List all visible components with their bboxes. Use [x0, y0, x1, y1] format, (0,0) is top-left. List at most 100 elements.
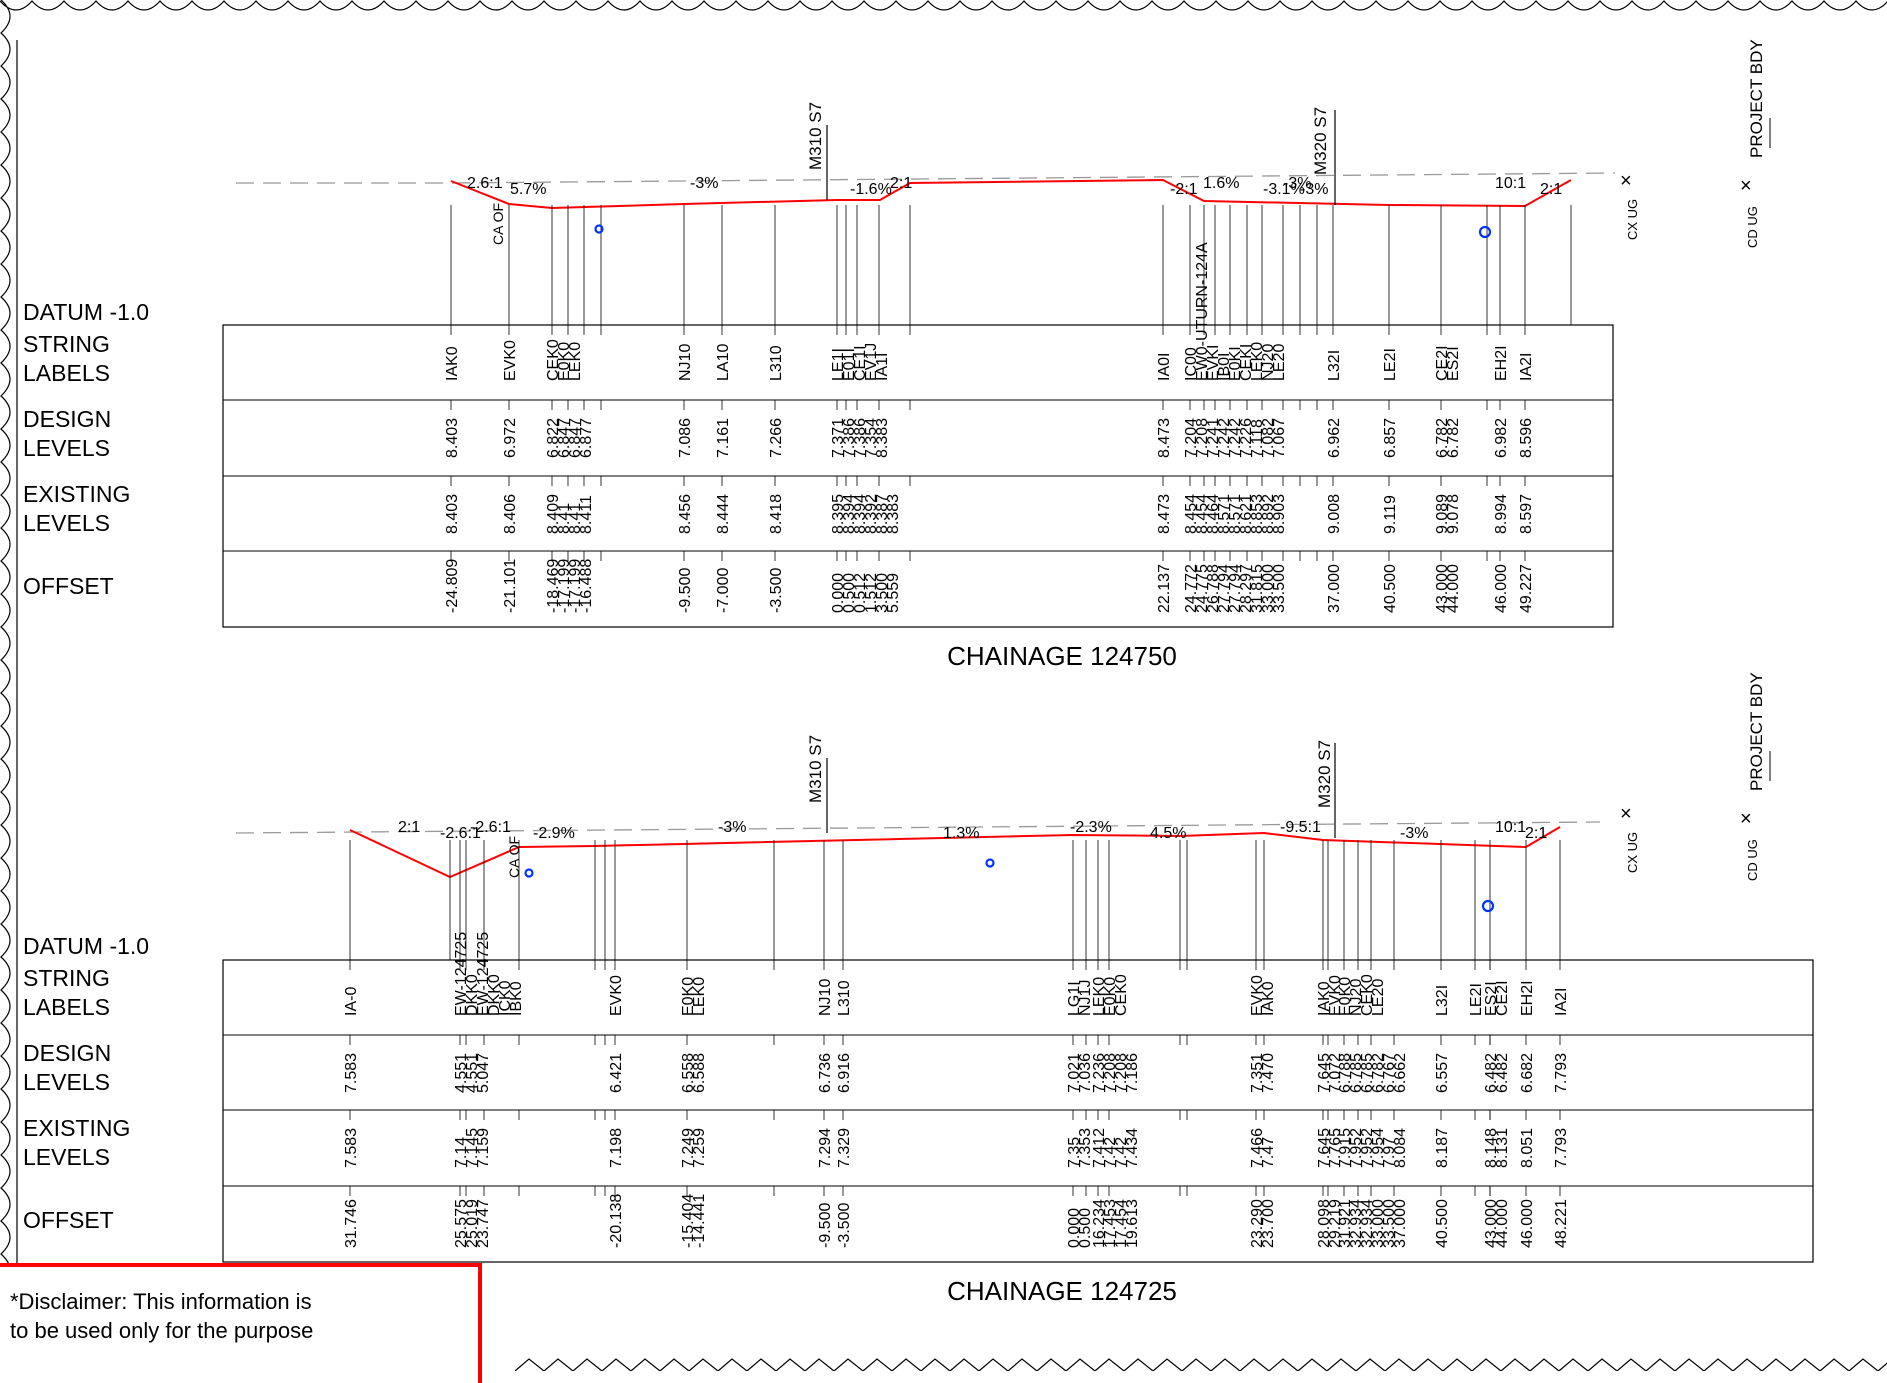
offset-value: 37.000: [1326, 564, 1343, 613]
existing-level: 8.394: [852, 494, 869, 534]
string-label: EVK0: [502, 340, 519, 381]
slope-label: 2:1: [1525, 825, 1547, 842]
string-label: CE2I: [1494, 980, 1511, 1016]
design-level: 6.558: [680, 1053, 697, 1093]
design-level: 7.583: [343, 1053, 360, 1093]
slope-label: 5.7%: [510, 181, 546, 198]
section-124725: IA-07.5837.58331.746EW-124725DKK0EW-1247…: [222, 672, 1814, 1306]
offset-value: 0.000: [830, 573, 847, 613]
string-label: NJ1J: [1077, 980, 1094, 1016]
existing-level: 8.464: [1205, 494, 1222, 534]
slope-label: 1.3%: [943, 825, 979, 842]
design-level: 7.208: [1102, 1053, 1119, 1093]
design-surface-line: [349, 826, 1561, 879]
string-label: EVKI: [1205, 345, 1222, 381]
row-labels: DATUM -1.0STRINGLABELSDESIGNLEVELSEXISTI…: [23, 299, 149, 1233]
existing-level: 7.97: [1381, 1137, 1398, 1168]
offset-value: 33.500: [1271, 564, 1288, 613]
design-level: 6.822: [545, 418, 562, 458]
offset-value: -15.404: [680, 1194, 697, 1248]
string-label: IA2I: [1553, 988, 1570, 1016]
design-level: 7.072: [1327, 1053, 1344, 1093]
existing-level: 7.952: [1359, 1128, 1376, 1168]
offset-value: 25.575: [453, 1199, 470, 1248]
existing-level: 9.119: [1382, 495, 1399, 534]
offset-value: -9.500: [817, 1203, 834, 1248]
disclaimer-line-2: to be used only for the purpose: [10, 1318, 314, 1343]
offset-value: 33.000: [1370, 1199, 1387, 1248]
design-level: 6.682: [1519, 1053, 1536, 1093]
pipe-symbol: [594, 224, 604, 234]
string-label: CEKI: [1238, 344, 1255, 381]
row-label: OFFSET: [23, 1207, 114, 1233]
offset-value: 33.000: [1260, 564, 1277, 613]
design-level: 6.482: [1494, 1053, 1511, 1093]
slope-label: -3.1%: [1263, 181, 1305, 198]
string-label: LE2I: [1468, 983, 1485, 1016]
pipe-symbol: [1481, 899, 1495, 913]
string-label: IAK0: [444, 346, 461, 381]
chainage-title: CHAINAGE 124750: [947, 641, 1177, 671]
row-label: DESIGN: [23, 1040, 111, 1066]
offset-value: 28.297: [1238, 564, 1255, 613]
string-label: L32I: [1434, 985, 1451, 1016]
design-level: 6.588: [691, 1053, 708, 1093]
offset-value: -14.441: [691, 1194, 708, 1248]
offset-value: 27.794: [1227, 564, 1244, 613]
string-label: LEK0: [1091, 977, 1108, 1016]
string-label: IB0I: [1216, 353, 1233, 381]
string-label: CEK0: [1359, 974, 1376, 1016]
existing-level: 9.089: [1434, 494, 1451, 534]
offset-value: 32.934: [1359, 1199, 1376, 1248]
existing-level: 8.456: [677, 494, 694, 534]
string-label: EH2I: [1519, 980, 1536, 1016]
m320-label: M320 S7: [1315, 740, 1334, 808]
design-level: 6.877: [578, 418, 595, 458]
offset-value: 40.500: [1382, 564, 1399, 613]
existing-level: 7.793: [1553, 1128, 1570, 1168]
existing-level: 8.621: [1238, 494, 1255, 534]
project-boundary-label: PROJECT BDY: [1747, 672, 1766, 791]
slope-label: -2.6:1: [470, 819, 511, 836]
string-label: NJ20: [1348, 979, 1365, 1016]
existing-level: 7.583: [343, 1128, 360, 1168]
offset-value: -18.469: [545, 559, 562, 613]
cd-ug-label: CD UG: [1745, 206, 1760, 248]
slope-label: -2.3%: [1070, 819, 1112, 836]
ca-of-label: CA OF: [506, 836, 522, 878]
string-label: L32I: [1326, 350, 1343, 381]
existing-level: 8.571: [1216, 494, 1233, 534]
cloud-left-edge: [0, 0, 11, 1288]
disclaimer-line-1: *Disclaimer: This information is: [10, 1289, 312, 1314]
existing-level: 9.078: [1445, 494, 1462, 534]
existing-level: 8.051: [1519, 1128, 1536, 1168]
string-label: E0K0: [1337, 977, 1354, 1016]
design-level: 6.847: [567, 418, 584, 458]
design-level: 8.403: [444, 418, 461, 458]
string-label: IA0I: [1156, 353, 1173, 381]
design-level: 7.021: [1066, 1053, 1083, 1093]
existing-level: 7.294: [817, 1128, 834, 1168]
design-level: 6.421: [608, 1053, 625, 1093]
offset-value: 26.788: [1205, 564, 1222, 613]
string-label: E0KI: [1227, 346, 1244, 381]
existing-level: 8.411: [578, 495, 595, 534]
pipe-symbol: [1478, 225, 1492, 239]
offset-value: 0.000: [1066, 1208, 1083, 1248]
design-level: 7.186: [1124, 1053, 1141, 1093]
string-label: EV1J: [863, 343, 880, 381]
offset-value: 46.000: [1519, 1199, 1536, 1248]
string-label: LA10: [715, 344, 732, 381]
offset-value: 24.772: [1183, 564, 1200, 613]
design-level: 7.161: [715, 418, 732, 458]
existing-level: 9.008: [1326, 494, 1343, 534]
offset-value: 23.290: [1249, 1199, 1266, 1248]
slope-label: -3%: [1283, 175, 1311, 192]
string-label: CEK0: [1113, 974, 1130, 1016]
design-level: 6.767: [1381, 1053, 1398, 1093]
cx-ug-marker: ×: [1620, 803, 1632, 825]
string-label: L310: [836, 980, 853, 1016]
slope-label: -3%: [1300, 181, 1328, 198]
existing-level: 7.14: [453, 1137, 470, 1168]
offset-value: 27.794: [1216, 564, 1233, 613]
